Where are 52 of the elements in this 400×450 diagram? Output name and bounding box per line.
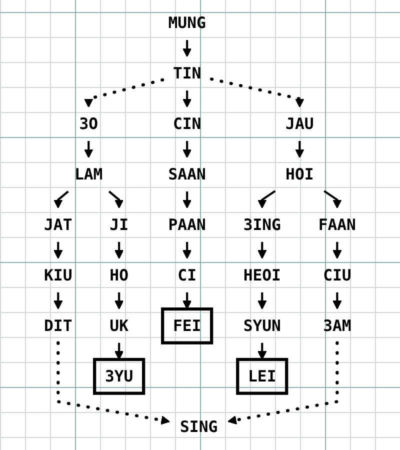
node-text: HOI <box>286 164 314 184</box>
node-text: KIU <box>44 266 72 285</box>
arrow <box>258 342 267 360</box>
node-text: LAM <box>74 164 103 184</box>
arrow <box>114 242 124 259</box>
arrow <box>182 90 192 108</box>
node-text: UK <box>110 316 128 336</box>
arrow <box>54 242 63 259</box>
node-text: JAU <box>286 114 314 134</box>
arrow <box>54 292 63 310</box>
arrow <box>182 242 192 259</box>
arrow <box>84 78 164 108</box>
arrow <box>332 292 342 310</box>
node-text: SAAN <box>168 164 206 184</box>
arrow <box>182 140 192 158</box>
node-text: CIN <box>172 114 202 134</box>
node-text: MUNG <box>168 14 206 32</box>
node-text: FAAN <box>318 215 356 234</box>
arrow <box>54 190 69 208</box>
arrow <box>332 242 342 259</box>
arrow <box>228 341 339 425</box>
node-text: HO <box>110 266 128 285</box>
node-text: CIU <box>323 266 352 285</box>
node-box: FEI <box>161 307 214 344</box>
arrow <box>114 292 124 310</box>
arrow <box>84 140 94 158</box>
arrow <box>114 342 124 360</box>
arrow <box>182 191 192 208</box>
arrow <box>182 292 192 310</box>
node-text: TIN <box>172 64 202 83</box>
node-text: DIT <box>44 316 72 336</box>
arrow <box>324 190 342 208</box>
node-text: HEOI <box>243 266 281 285</box>
arrow <box>258 190 276 208</box>
arrow <box>258 242 267 259</box>
node-text: 3O <box>79 114 98 134</box>
arrow <box>210 78 304 108</box>
node-box: LEI <box>236 358 288 395</box>
node-text: SING <box>180 417 218 436</box>
node-text: SYUN <box>243 316 281 336</box>
arrow <box>182 40 192 58</box>
arrow <box>295 140 304 158</box>
node-text: PAAN <box>168 215 206 234</box>
arrow <box>56 341 170 425</box>
arrow <box>108 190 124 208</box>
node-text: JAT <box>44 215 72 234</box>
node-text: JI <box>110 215 128 234</box>
node-text: 3ING <box>243 215 281 234</box>
node-text: CI <box>178 266 196 285</box>
node-box: 3YU <box>93 358 146 395</box>
arrow <box>258 292 267 310</box>
node-text: 3AM <box>323 316 352 336</box>
